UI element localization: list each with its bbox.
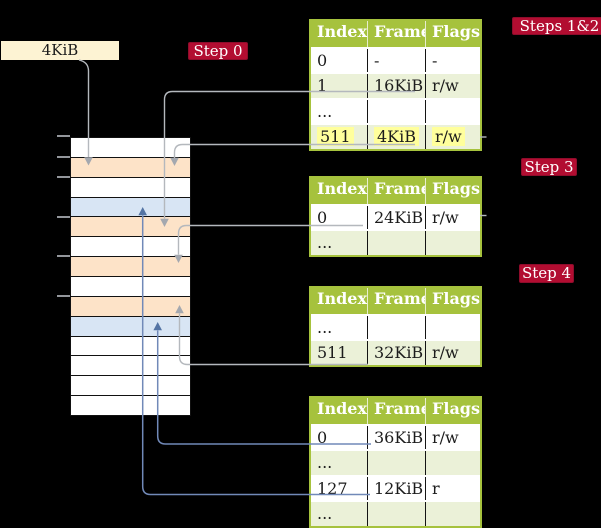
table-header-cell: Frame: [367, 398, 425, 424]
step-4-label: Step 4: [519, 264, 574, 283]
table-header-cell: Index: [317, 179, 367, 198]
table-cell: [367, 502, 425, 526]
table-cell: [425, 451, 480, 475]
table-cell: 511: [311, 125, 367, 149]
tick-mark: [57, 176, 70, 178]
table-header-row: IndexFrameFlags: [311, 178, 480, 204]
table-row: 0 --: [311, 46, 480, 72]
stack-row-6: [71, 237, 190, 258]
table-cell: ...: [317, 504, 333, 523]
table-cell: [425, 99, 480, 123]
tick-mark: [57, 156, 70, 158]
tick-mark: [57, 255, 70, 257]
table-header-cell: Flags: [425, 178, 480, 204]
stack-row-7: [71, 257, 190, 278]
table-row: ...: [311, 229, 480, 255]
table-cell: [367, 315, 425, 339]
table-cell: r/w: [425, 425, 480, 449]
stack-row-9: [71, 296, 190, 317]
highlighted-value: r/w: [432, 127, 465, 146]
tick-mark: [57, 135, 70, 137]
step-3-label: Step 3: [521, 158, 577, 176]
step-0-label: Step 0: [188, 42, 248, 60]
page-size-label: 4KiB: [41, 41, 79, 59]
stack-row-4: [71, 197, 190, 218]
table-cell: 0: [317, 207, 328, 227]
tick-mark: [57, 295, 70, 297]
stack-row-5: [71, 217, 190, 238]
tick-mark: [57, 215, 70, 218]
table-cell: -: [367, 48, 425, 72]
table-cell: [425, 231, 480, 255]
table-cell: r/w: [425, 341, 480, 365]
table-cell: 0: [317, 427, 328, 447]
table-header-cell: Frame: [367, 178, 425, 204]
stack-row-2: [71, 157, 190, 178]
table-header-cell: Flags: [425, 398, 480, 424]
table-header-cell: Flags: [425, 288, 480, 314]
table-row: ...: [311, 313, 480, 339]
table-header-cell: Frame: [367, 288, 425, 314]
table-cell: 16KiB: [367, 74, 425, 98]
stack-row-11: [71, 336, 190, 357]
table-cell: [367, 451, 425, 475]
table-row: ...: [311, 500, 480, 526]
stack-row-12: [71, 356, 190, 377]
table-cell: 511: [317, 343, 348, 362]
page-size-box: 4KiB: [1, 41, 119, 60]
memory-stack: [70, 137, 191, 416]
highlighted-value: 511: [317, 127, 354, 146]
table-cell: 12KiB: [367, 476, 425, 500]
table-row: ...: [311, 97, 480, 123]
table-cell: 32KiB: [367, 341, 425, 365]
table-cell: r/w: [425, 125, 480, 149]
table-cell: r/w: [425, 74, 480, 98]
table-cell: r/w: [425, 205, 480, 229]
table-row: 511 4KiB r/w: [311, 123, 480, 149]
table-header-row: IndexFrameFlags: [311, 21, 480, 47]
table-cell: [425, 315, 480, 339]
stack-row-13: [71, 376, 190, 397]
page-table-level-2: IndexFrameFlags 0 24KiBr/w...: [309, 176, 482, 257]
table-cell: ...: [317, 317, 333, 337]
stack-row-8: [71, 277, 190, 297]
table-header-cell: Flags: [425, 21, 480, 47]
highlighted-value: 4KiB: [374, 127, 420, 146]
table-cell: [367, 231, 425, 255]
steps-1-2-label: Steps 1&2: [512, 17, 601, 35]
table-row: ...: [311, 449, 480, 475]
table-cell: ...: [317, 233, 333, 252]
stack-row-14: [71, 396, 190, 416]
table-cell: 4KiB: [367, 125, 425, 149]
table-cell: 127: [317, 478, 348, 498]
table-header-cell: Index: [317, 399, 367, 418]
table-header-cell: Index: [317, 289, 367, 308]
table-header-cell: Index: [317, 22, 367, 41]
table-cell: -: [425, 48, 480, 72]
table-cell: ...: [317, 101, 333, 121]
stack-row-1: [71, 138, 190, 158]
table-cell: 36KiB: [367, 425, 425, 449]
table-cell: 1: [317, 76, 328, 95]
stack-row-3: [71, 177, 190, 198]
table-header-cell: Frame: [367, 21, 425, 47]
table-cell: 24KiB: [367, 205, 425, 229]
table-cell: 0: [317, 50, 328, 70]
table-cell: r: [425, 476, 480, 500]
table-cell: ...: [317, 453, 333, 472]
table-cell: [367, 99, 425, 123]
table-header-row: IndexFrameFlags: [311, 288, 480, 314]
table-cell: [425, 502, 480, 526]
table-header-row: IndexFrameFlags: [311, 398, 480, 424]
stack-row-10: [71, 316, 190, 337]
